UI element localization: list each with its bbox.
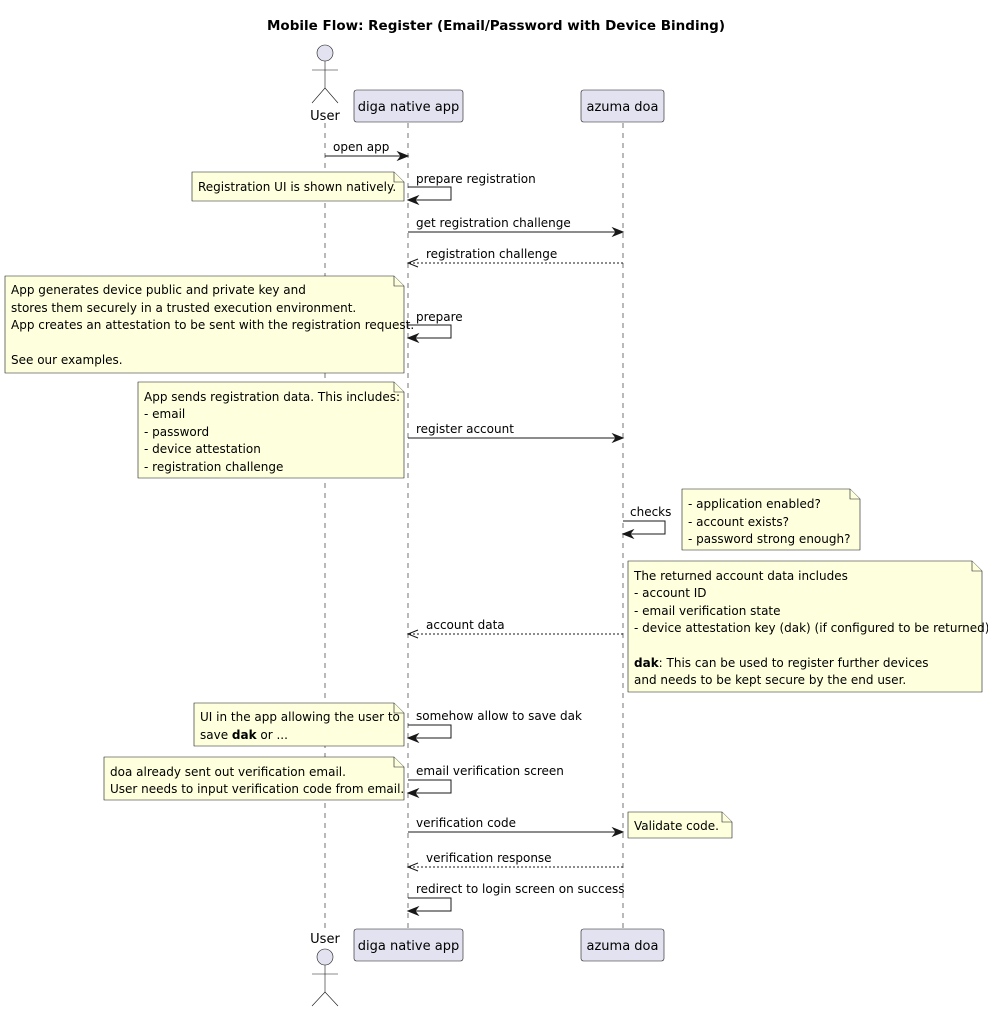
- note-save-dak: UI in the app allowing the user to save …: [193, 702, 405, 747]
- message-redirect-login: redirect to login screen on success: [406, 882, 625, 917]
- message-label: checks: [630, 505, 671, 519]
- actor-user-bottom: User: [310, 932, 340, 1007]
- participant-doa-label: azuma doa: [587, 939, 659, 954]
- note-device-keys: App generates device public and private …: [4, 275, 414, 374]
- participant-app-label: diga native app: [358, 939, 459, 954]
- note-line: UI in the app allowing the user to: [200, 710, 400, 724]
- actor-head-icon: [316, 44, 334, 62]
- message-label: account data: [426, 618, 505, 632]
- message-verification-code: verification code: [408, 816, 625, 838]
- message-verification-response: verification response: [406, 851, 623, 872]
- note-line: save dak or ...: [200, 728, 288, 742]
- message-checks: checks: [621, 505, 671, 540]
- note-line: - registration challenge: [144, 460, 283, 474]
- message-registration-challenge: registration challenge: [406, 247, 623, 268]
- note-line: - password: [144, 425, 209, 439]
- note-line: The returned account data includes: [633, 569, 848, 583]
- note-registration-data: App sends registration data. This includ…: [137, 381, 405, 479]
- participant-doa-top: azuma doa: [580, 89, 665, 123]
- participant-user-label: User: [310, 109, 340, 124]
- note-line: - device attestation key (dak) (if confi…: [634, 621, 988, 635]
- message-register-account: register account: [408, 422, 625, 444]
- note-line: - password strong enough?: [688, 532, 850, 546]
- message-label: register account: [416, 422, 514, 436]
- note-line: App creates an attestation to be sent wi…: [11, 318, 414, 332]
- note-line: and needs to be kept secure by the end u…: [634, 673, 906, 687]
- note-account-data: The returned account data includes - acc…: [627, 560, 988, 693]
- message-label: get registration challenge: [416, 216, 571, 230]
- actor-head-icon: [316, 948, 334, 966]
- message-label: verification code: [416, 816, 516, 830]
- note-line: - email verification state: [634, 604, 781, 618]
- message-label: verification response: [426, 851, 552, 865]
- note-verification-email: doa already sent out verification email.…: [103, 756, 405, 801]
- message-save-dak: somehow allow to save dak: [406, 709, 582, 744]
- message-label: prepare registration: [416, 172, 536, 186]
- message-account-data: account data: [406, 618, 623, 639]
- note-line: - email: [144, 407, 185, 421]
- participant-app-label: diga native app: [358, 100, 459, 115]
- message-label: somehow allow to save dak: [416, 709, 582, 723]
- note-line: - account ID: [634, 586, 707, 600]
- participant-doa-label: azuma doa: [587, 100, 659, 115]
- message-open-app: open app: [325, 140, 410, 162]
- message-email-verification-screen: email verification screen: [406, 764, 564, 799]
- note-line: See our examples.: [11, 353, 123, 367]
- note-validate-code: Validate code.: [627, 811, 733, 839]
- note-line: Registration UI is shown natively.: [198, 180, 396, 194]
- participant-user-label: User: [310, 932, 340, 947]
- note-line: User needs to input verification code fr…: [110, 782, 404, 796]
- message-label: redirect to login screen on success: [416, 882, 625, 896]
- participant-app-top: diga native app: [353, 89, 464, 123]
- message-get-registration-challenge: get registration challenge: [408, 216, 625, 238]
- message-prepare-registration: prepare registration: [406, 172, 536, 206]
- note-line: Validate code.: [634, 819, 719, 833]
- note-line: - device attestation: [144, 442, 261, 456]
- message-label: open app: [333, 140, 389, 154]
- diagram-title: Mobile Flow: Register (Email/Password wi…: [267, 18, 725, 34]
- note-line: App generates device public and private …: [11, 283, 306, 297]
- note-line: App sends registration data. This includ…: [144, 390, 400, 404]
- actor-user-top: User: [310, 44, 340, 124]
- message-label: registration challenge: [426, 247, 557, 261]
- participant-doa-bottom: azuma doa: [580, 928, 665, 962]
- note-line: stores them securely in a trusted execut…: [11, 301, 356, 315]
- note-line: - application enabled?: [688, 497, 821, 511]
- participant-app-bottom: diga native app: [353, 928, 464, 962]
- note-line: dak: This can be used to register furthe…: [634, 656, 929, 670]
- note-registration-ui: Registration UI is shown natively.: [191, 171, 405, 202]
- message-label: email verification screen: [416, 764, 564, 778]
- note-line: - account exists?: [688, 515, 789, 529]
- message-label: prepare: [416, 310, 463, 324]
- note-checks-list: - application enabled? - account exists?…: [681, 488, 861, 551]
- note-line: doa already sent out verification email.: [110, 765, 346, 779]
- message-prepare: prepare: [406, 310, 463, 344]
